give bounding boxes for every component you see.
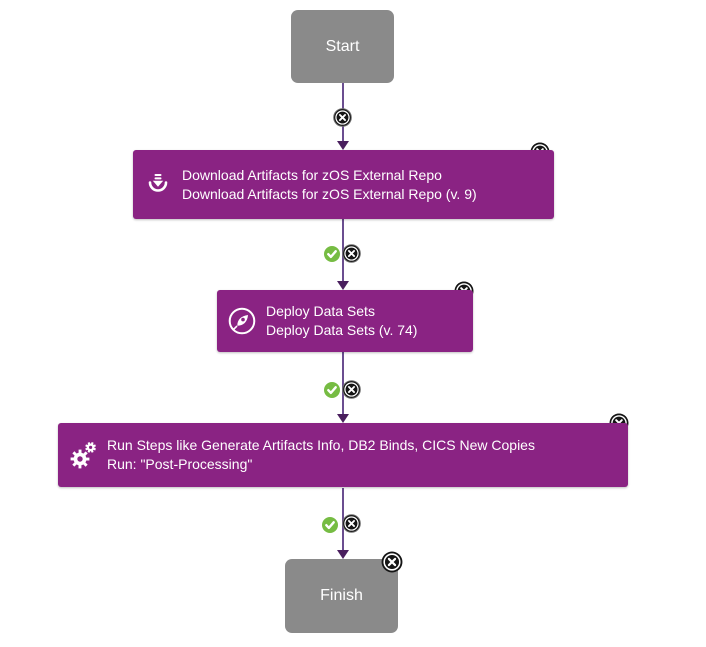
- step-name: Run Steps like Generate Artifacts Info, …: [107, 437, 535, 453]
- rocket-icon: [227, 306, 257, 336]
- step-node-run-post-processing[interactable]: Run Steps like Generate Artifacts Info, …: [58, 423, 628, 487]
- delete-connection-icon[interactable]: [333, 108, 352, 127]
- delete-connection-icon[interactable]: [342, 244, 361, 263]
- success-condition-icon[interactable]: [322, 517, 338, 533]
- step-process: Run: "Post-Processing": [107, 456, 253, 472]
- step-name: Deploy Data Sets: [266, 303, 375, 319]
- step-name: Download Artifacts for zOS External Repo: [182, 166, 442, 183]
- step-label: Deploy Data Sets Deploy Data Sets (v. 74…: [266, 302, 417, 340]
- step-label: Run Steps like Generate Artifacts Info, …: [107, 436, 535, 474]
- step-node-download-artifacts[interactable]: Download Artifacts for zOS External Repo…: [133, 150, 554, 219]
- success-condition-icon[interactable]: [324, 382, 340, 398]
- connector-step2-step3: [342, 352, 344, 414]
- download-icon: [143, 170, 173, 200]
- step-process: Download Artifacts for zOS External Repo…: [182, 185, 477, 202]
- start-node[interactable]: Start: [291, 10, 394, 83]
- connector-arrowhead: [337, 281, 349, 290]
- connector-arrowhead: [337, 550, 349, 559]
- finish-node-label: Finish: [320, 587, 363, 604]
- connector-arrowhead: [337, 414, 349, 423]
- step-process: Deploy Data Sets (v. 74): [266, 322, 418, 338]
- finish-node[interactable]: Finish: [285, 559, 398, 633]
- start-node-label: Start: [325, 37, 360, 55]
- delete-connection-icon[interactable]: [342, 514, 361, 533]
- connector-arrowhead: [337, 141, 349, 150]
- step-node-deploy-data-sets[interactable]: Deploy Data Sets Deploy Data Sets (v. 74…: [217, 290, 473, 352]
- connector-step3-finish: [342, 488, 344, 550]
- delete-finish-node-icon[interactable]: [381, 551, 403, 573]
- delete-connection-icon[interactable]: [342, 380, 361, 399]
- step-label: Download Artifacts for zOS External Repo…: [182, 166, 477, 204]
- success-condition-icon[interactable]: [324, 246, 340, 262]
- gears-icon: [68, 440, 98, 470]
